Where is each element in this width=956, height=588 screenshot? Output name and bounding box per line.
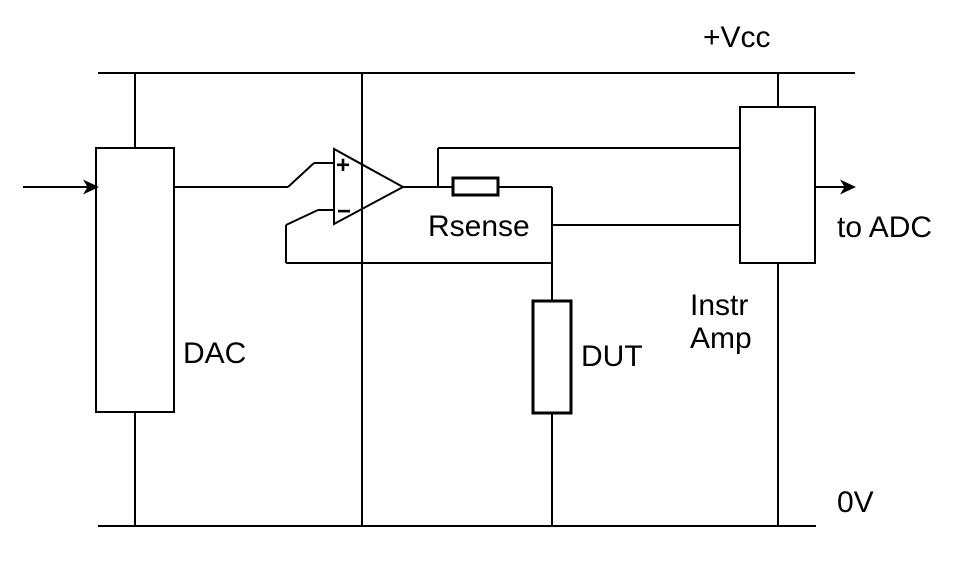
dac-box — [95, 147, 175, 413]
rsense-label: Rsense — [428, 210, 530, 243]
opamp-symbol-icon — [333, 147, 406, 226]
output-arrowhead-icon — [840, 179, 856, 195]
instr-amp-box — [739, 106, 816, 264]
dut-box — [531, 299, 573, 415]
plus-input-jog-wire — [287, 162, 315, 188]
ground-rail-label: 0V — [837, 486, 874, 519]
dut-label: DUT — [581, 340, 643, 373]
minus-input-jog-wire — [285, 209, 319, 226]
input-arrowhead-icon — [83, 179, 99, 195]
dac-label: DAC — [183, 337, 246, 370]
rsense-resistor — [451, 176, 500, 197]
opamp-minus-pin-label: − — [337, 198, 351, 225]
instr-amp-label-line1: Instr — [690, 289, 748, 322]
vcc-rail-label: +Vcc — [703, 21, 771, 54]
to-adc-label: to ADC — [837, 211, 932, 244]
instr-amp-label-line2: Amp — [690, 322, 752, 355]
opamp-plus-pin-label: + — [336, 152, 350, 179]
